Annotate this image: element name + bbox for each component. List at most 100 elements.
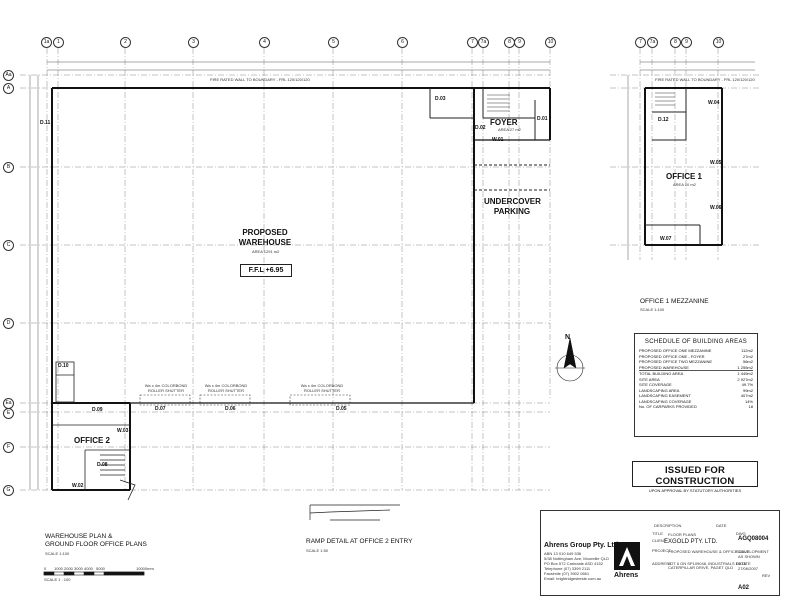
tag-w06: W.06 bbox=[710, 205, 722, 211]
tb-date-label: DATE bbox=[736, 561, 747, 566]
schedule-row-label: TOTAL BUILDING AREA bbox=[639, 370, 733, 377]
schedule-row-value: 56m2 bbox=[742, 359, 753, 364]
schedule-row-value: 18 bbox=[748, 404, 753, 409]
tag-d06: D.06 bbox=[225, 406, 236, 412]
grid-bubble-6: 6 bbox=[397, 37, 408, 48]
plan-caption-line1: WAREHOUSE PLAN & bbox=[45, 533, 113, 540]
tb-dwg-label: DWG bbox=[736, 531, 746, 536]
company-name: Ahrens Group Pty. Ltd bbox=[544, 542, 619, 549]
roller-door-2-label: Wa x 4m COLORBOND ROLLER SHUTTER bbox=[204, 383, 248, 393]
tag-w04: W.04 bbox=[708, 100, 720, 106]
tb-title-label: TITLE bbox=[652, 531, 663, 536]
roller-door-3-label: Wa x 4m COLORBOND ROLLER SHUTTER bbox=[300, 383, 344, 393]
schedule-row-value: 49.7% bbox=[741, 382, 753, 387]
grid-bubble-10: 10 bbox=[545, 37, 556, 48]
grid-bubble-aa: Aa bbox=[3, 70, 14, 81]
schedule-row: SITE COVERAGE 49.7% bbox=[639, 382, 753, 388]
grid-bubble-3: 3 bbox=[188, 37, 199, 48]
scale-bar-0: 0 bbox=[44, 566, 47, 571]
tag-d02: D.02 bbox=[475, 125, 486, 131]
mezz-grid-bubble-8: 8 bbox=[670, 37, 681, 48]
ramp-scale: SCALE 1:50 bbox=[306, 548, 329, 553]
schedule-row-value: 2 927m2 bbox=[737, 376, 753, 382]
company-phone: Telephone (07) 3399 2111 bbox=[544, 566, 591, 571]
mezz-grid-bubble-9: 9 bbox=[681, 37, 692, 48]
grid-bubble-c: C bbox=[3, 240, 14, 251]
stamp-title: ISSUED FOR CONSTRUCTION bbox=[655, 465, 735, 487]
grid-bubble-a: A bbox=[3, 83, 14, 94]
plan-caption-line2: GROUND FLOOR OFFICE PLANS bbox=[45, 541, 147, 548]
schedule-row-label: LANDSCAPING EASEMENT bbox=[639, 393, 691, 398]
tb-client-label: CLIENT bbox=[652, 538, 667, 543]
grid-bubble-e: E bbox=[3, 408, 14, 419]
tag-d09: D.09 bbox=[92, 407, 103, 413]
mezzanine-caption: OFFICE 1 MEZZANINE bbox=[640, 298, 709, 305]
office-2-label: OFFICE 2 bbox=[74, 436, 111, 445]
schedule-row-label: LANDSCAPING AREA bbox=[639, 387, 680, 393]
scale-bar-2000: 2000 bbox=[64, 566, 73, 571]
schedule-row-value: 99m2 bbox=[742, 387, 753, 393]
ahrens-logo: Ahrens bbox=[608, 540, 646, 588]
tb-project-label: PROJECT bbox=[652, 548, 671, 553]
schedule-row-label: PROPOSED OFFICE ONE MEZZANINE bbox=[639, 348, 712, 353]
tb-title-value: FLOOR PLANS bbox=[668, 532, 697, 537]
warehouse-label: PROPOSED WAREHOUSE bbox=[225, 228, 305, 248]
scale-bar-1000: 1000 bbox=[54, 566, 63, 571]
tag-w01: W.01 bbox=[492, 137, 504, 143]
tb-dwg-value: AGQ08004 bbox=[738, 536, 769, 542]
undercover-line2: PARKING bbox=[493, 207, 531, 216]
fire-rated-note-main: FIRE RATED WALL TO BOUNDARY - FRL 120/12… bbox=[210, 77, 310, 82]
grid-bubble-2: 2 bbox=[120, 37, 131, 48]
schedule-row-value: 112m2 bbox=[741, 348, 753, 353]
grid-bubble-f: F bbox=[3, 442, 14, 453]
schedule-of-building-areas: SCHEDULE OF BUILDING AREAS PROPOSED OFFI… bbox=[634, 333, 758, 437]
grid-bubble-4: 4 bbox=[259, 37, 270, 48]
roller-door-1-label: Wa x 4m COLORBOND ROLLER SHUTTER bbox=[144, 383, 188, 393]
tag-d08: D.08 bbox=[97, 462, 108, 468]
tb-client-value: EXGOLD PTY. LTD. bbox=[664, 539, 718, 545]
tb-sheet-number: A02 bbox=[738, 585, 750, 591]
logo-text: Ahrens bbox=[614, 572, 639, 579]
schedule-title: SCHEDULE OF BUILDING AREAS bbox=[644, 339, 748, 345]
warehouse-area: AREA 1291 m2 bbox=[252, 249, 280, 254]
tb-address-label: ADDRESS bbox=[652, 561, 672, 566]
undercover-line1: UNDERCOVER bbox=[484, 197, 541, 206]
company-abn: ABN 13 010 649 536 bbox=[544, 551, 582, 556]
tag-d10: D.10 bbox=[58, 363, 69, 369]
scale-bar-label: SCALE 1 : 100 bbox=[44, 577, 71, 582]
scale-bar-5000: 5000 bbox=[96, 566, 105, 571]
grid-bubble-d: D bbox=[3, 318, 14, 329]
ffl-tag: F.F.L +6.95 bbox=[240, 264, 292, 277]
schedule-row-label: SITE COVERAGE bbox=[639, 382, 672, 387]
north-arrow-icon: N bbox=[565, 334, 571, 341]
tag-w07: W.07 bbox=[660, 236, 672, 242]
schedule-row-value: 14% bbox=[744, 398, 753, 404]
fire-rated-note-mezz: FIRE RATED WALL TO BOUNDARY - FRL 120/12… bbox=[655, 77, 755, 82]
stamp-subtitle: UPON APPROVAL BY STATUTORY AUTHORITIES bbox=[648, 488, 742, 493]
tb-date-value: 27/06/2007 bbox=[738, 566, 759, 571]
mezz-grid-bubble-7a: 7a bbox=[647, 37, 658, 48]
company-address1: 5/38 Nottingham Ave, Moorelile QLD bbox=[544, 556, 609, 561]
grid-bubble-9: 9 bbox=[514, 37, 525, 48]
tag-d11: D.11 bbox=[40, 120, 51, 126]
schedule-row-value: 407m2 bbox=[740, 393, 753, 398]
grid-bubble-b: B bbox=[3, 162, 14, 173]
schedule-row-label: SITE AREA bbox=[639, 376, 660, 382]
company-email: Email: brightridgesbeste.com.au bbox=[544, 576, 602, 581]
undercover-parking-label: UNDERCOVER PARKING bbox=[484, 197, 541, 217]
schedule-row-label: PROPOSED OFFICE TWO MEZZANINE bbox=[639, 359, 713, 364]
schedule-row: LANDSCAPING AREA 99m2 bbox=[639, 388, 753, 394]
tag-d07: D.07 bbox=[155, 406, 166, 412]
scale-bar-10000: 10000mm bbox=[136, 566, 154, 571]
tag-d05: D.05 bbox=[336, 406, 347, 412]
tb-rev-date-label: DATE bbox=[716, 523, 727, 528]
mezz-grid-bubble-7: 7 bbox=[635, 37, 646, 48]
tag-w03: W.03 bbox=[117, 428, 129, 434]
schedule-row-value: 1 255m2 bbox=[737, 364, 753, 370]
plan-scale: SCALE 1:100 bbox=[45, 551, 70, 556]
